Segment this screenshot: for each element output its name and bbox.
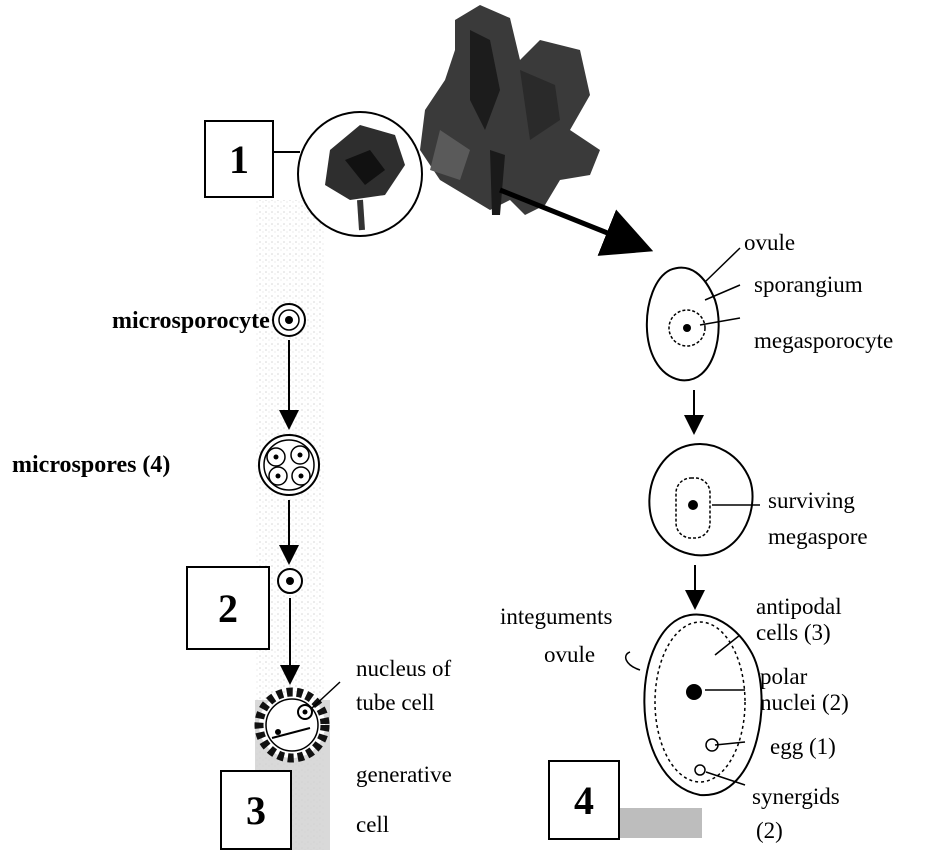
megasporocyte-label: megasporocyte — [754, 328, 893, 354]
surviving-label: surviving — [768, 488, 855, 514]
microspores-label: microspores (4) — [12, 452, 170, 478]
plant-illustration — [420, 5, 600, 215]
label-box-3: 3 — [220, 770, 292, 850]
nucleus-of-label: nucleus of — [356, 656, 451, 682]
polar-label: polar — [760, 664, 807, 690]
microsporocyte-label: microsporocyte — [112, 308, 270, 334]
plant-to-ovule-arrow — [500, 190, 630, 242]
antipodal-cells-label: cells (3) — [756, 620, 831, 646]
generative-label: generative — [356, 762, 452, 788]
integument-leader — [626, 652, 640, 670]
synergids-label: synergids — [752, 784, 840, 810]
ovule-label: ovule — [744, 230, 795, 256]
megaspore-label: megaspore — [768, 524, 868, 550]
polar-nuclei-label: nuclei (2) — [760, 690, 849, 716]
tube-cell-label: tube cell — [356, 690, 435, 716]
microsporocyte-cell — [273, 304, 305, 336]
sporangium-label: sporangium — [754, 272, 863, 298]
label-box-2: 2 — [186, 566, 270, 650]
single-microspore — [278, 569, 302, 593]
egg-label: egg (1) — [770, 734, 836, 760]
pollen-grain — [259, 692, 325, 758]
integuments-label: integuments — [500, 604, 612, 630]
synergids-count-label: (2) — [756, 818, 783, 844]
ovule-3 — [644, 615, 761, 796]
anther-magnifier — [298, 112, 422, 236]
ovule-2 — [649, 444, 752, 555]
scale-bar-artifact — [620, 808, 702, 838]
microspores-tetrad — [259, 435, 319, 495]
ovule-integument-label: ovule — [544, 642, 595, 668]
antipodal-label: antipodal — [756, 594, 842, 620]
label-box-4: 4 — [548, 760, 620, 840]
label-box-1: 1 — [204, 120, 274, 198]
generative-cell-label: cell — [356, 812, 389, 838]
